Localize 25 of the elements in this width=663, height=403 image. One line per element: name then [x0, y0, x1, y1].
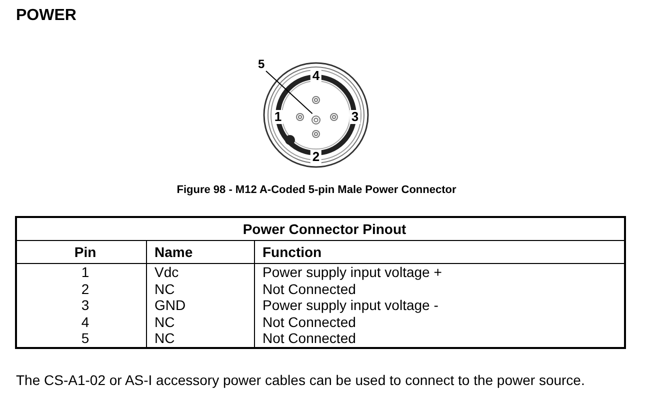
pin-number: 2 [310, 150, 322, 164]
table-cell: Not Connected [254, 330, 625, 348]
pin-number: 1 [272, 110, 284, 124]
table-cell: 2 [16, 280, 146, 297]
table-cell: 3 [16, 297, 146, 314]
table-cell: 5 [16, 330, 146, 348]
table-cell: Not Connected [254, 314, 625, 330]
table-cell: NC [146, 280, 254, 297]
table-cell: Not Connected [254, 280, 625, 297]
table-cell: GND [146, 297, 254, 314]
pin-number: 3 [349, 110, 361, 124]
figure-caption: Figure 98 - M12 A-Coded 5-pin Male Power Connector [176, 184, 458, 196]
table-cell: NC [146, 330, 254, 348]
note-text: The CS-A1-02 or AS-I accessory power cables can be used to connect to the power source. [16, 372, 585, 388]
table-cell: Power supply input voltage - [254, 297, 625, 314]
pin-number: 4 [310, 69, 322, 83]
callout-number: 5 [258, 58, 265, 71]
section-heading: POWER [16, 7, 76, 25]
column-header: Name [146, 240, 254, 264]
table-cell: NC [146, 314, 254, 330]
table-cell: Vdc [146, 264, 254, 280]
table-cell: 4 [16, 314, 146, 330]
table-cell: Power supply input voltage + [254, 264, 625, 280]
column-header: Pin [16, 240, 146, 264]
table-cell: 1 [16, 264, 146, 280]
